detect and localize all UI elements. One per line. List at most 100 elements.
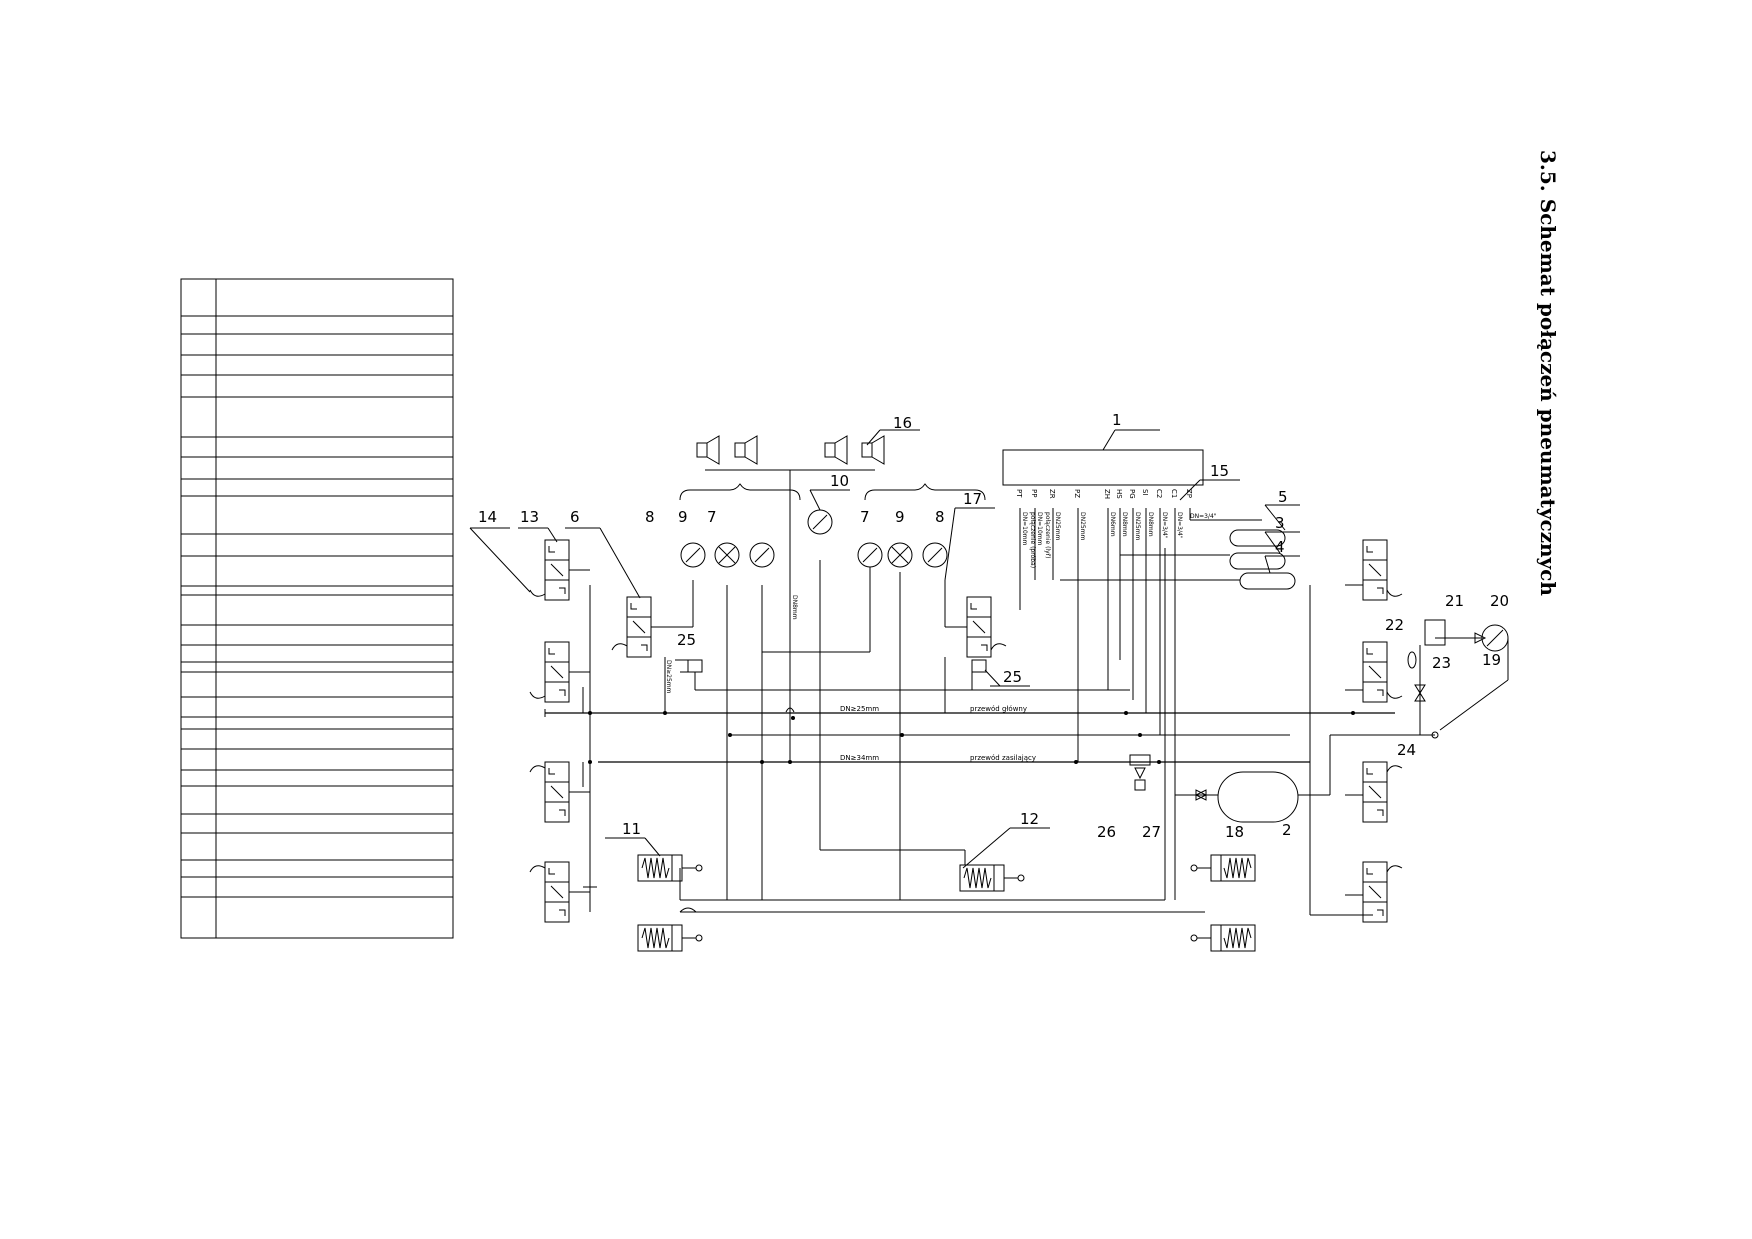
supply-pipe-name: przewód zasilający <box>970 754 1036 762</box>
label-23: 23 <box>1432 654 1451 672</box>
label-24: 24 <box>1397 741 1416 759</box>
label-7-right: 7 <box>860 508 870 526</box>
brake-cylinder-right-1 <box>1190 854 1256 882</box>
component-26 <box>1129 754 1151 766</box>
pipe-label-v_zr: DN25mm <box>1054 512 1061 541</box>
label-22: 22 <box>1385 616 1404 634</box>
pipe-label-v_si: DN8mm <box>1147 512 1154 537</box>
valve-right-2 <box>1362 641 1388 703</box>
distributor-1 <box>1002 449 1204 486</box>
label-14: 14 <box>478 508 497 526</box>
port-label-pp: PP <box>1030 489 1038 497</box>
gauge-9-right <box>887 542 913 568</box>
label-9-right: 9 <box>895 508 905 526</box>
pipe-label-v_c1: DN=3/4" <box>1176 512 1183 539</box>
valve-6 <box>626 596 652 658</box>
legend-table <box>180 278 454 939</box>
supply-pipe-dn: DN≥34mm <box>840 754 879 762</box>
pipe-label-v_pz: DN25mm <box>1079 512 1086 541</box>
port-label-pt: PT <box>1015 489 1023 498</box>
pipe-label-v_pp2: połączenie (lyř) <box>1044 512 1051 558</box>
label-21: 21 <box>1445 592 1464 610</box>
pipe-label-mid: DN8mm <box>791 595 798 620</box>
port-label-pz: PZ <box>1073 489 1081 498</box>
port-label-zh: ZH <box>1103 489 1111 499</box>
component-27 <box>1134 779 1146 791</box>
pipe-label-zp: DN=3/4" <box>1190 513 1217 520</box>
label-9-left: 9 <box>678 508 688 526</box>
port-label-hs: HS <box>1115 489 1123 499</box>
label-16: 16 <box>893 414 912 432</box>
component-25a <box>687 659 703 673</box>
component-24 <box>1431 731 1439 739</box>
port-label-pg: PG <box>1128 489 1136 499</box>
brake-cylinder-left-2 <box>637 924 703 952</box>
component-numbers: 1 2 3 4 5 6 7 7 8 8 9 9 10 11 12 13 14 1… <box>478 411 1509 841</box>
main-pipe: DN≥25mm przewód główny <box>544 705 1395 717</box>
label-18: 18 <box>1225 823 1244 841</box>
valve-17 <box>966 596 992 658</box>
brake-cylinder-right-2 <box>1190 924 1256 952</box>
label-27: 27 <box>1142 823 1161 841</box>
main-reservoir-2 <box>1217 771 1299 823</box>
label-17: 17 <box>963 490 982 508</box>
pipe-label-v_pt2: połączenie (próba) <box>1029 512 1036 568</box>
gauge-7-left <box>749 542 775 568</box>
horn-4 <box>861 435 885 465</box>
valve-13 <box>544 539 570 601</box>
label-25-left: 25 <box>677 631 696 649</box>
pipe-label-v_pt: DN=10mm <box>1021 512 1028 546</box>
label-6: 6 <box>570 508 580 526</box>
port-label-c2: C2 <box>1155 489 1163 498</box>
port-label-si: SI <box>1141 489 1149 496</box>
label-12: 12 <box>1020 810 1039 828</box>
component-21 <box>1424 619 1446 646</box>
gauge-9-left <box>714 542 740 568</box>
brake-cylinder-12 <box>959 864 1025 892</box>
label-8-right: 8 <box>935 508 945 526</box>
port-label-zp: ZP <box>1185 489 1193 498</box>
pipe-label-v_c2: DN=3/4" <box>1161 512 1168 539</box>
label-11: 11 <box>622 820 641 838</box>
horn-3 <box>824 435 848 465</box>
brake-cylinder-11 <box>637 854 703 882</box>
label-7-left: 7 <box>707 508 717 526</box>
pipe-label-v_pp: DN=10mm <box>1036 512 1043 546</box>
component-25b <box>971 659 987 673</box>
reservoir-5 <box>1229 529 1286 547</box>
main-pipe-dn: DN≥25mm <box>840 705 879 713</box>
leader-lines <box>469 429 1300 869</box>
horn-1 <box>696 435 720 465</box>
pipe-label-6: DN≥25mm <box>665 660 672 694</box>
label-20: 20 <box>1490 592 1509 610</box>
valve-right-4 <box>1362 861 1388 923</box>
pipe-label-v_zh: DN6mm <box>1109 512 1116 537</box>
port-label-zr: ZR <box>1048 489 1056 499</box>
gauge-10 <box>807 509 833 535</box>
gauge-8-left <box>680 542 706 568</box>
label-3: 3 <box>1275 514 1285 532</box>
label-19: 19 <box>1482 651 1501 669</box>
valve-right-1 <box>1362 539 1388 601</box>
gauge-8-right <box>922 542 948 568</box>
label-2: 2 <box>1282 821 1292 839</box>
pipe-label-v_hs: DN8mm <box>1121 512 1128 537</box>
component-22 <box>1407 651 1417 669</box>
gauge-7-right <box>857 542 883 568</box>
label-4: 4 <box>1275 538 1285 556</box>
main-pipe-name: przewód główny <box>970 705 1027 713</box>
valve-left-4 <box>544 861 570 923</box>
supply-pipe: DN≥34mm przewód zasilający <box>598 754 1310 763</box>
label-10: 10 <box>830 472 849 490</box>
valve-left-3 <box>544 761 570 823</box>
reservoir-4 <box>1239 572 1296 590</box>
label-25-right: 25 <box>1003 668 1022 686</box>
port-label-c1: C1 <box>1170 489 1178 498</box>
label-15: 15 <box>1210 462 1229 480</box>
horn-2 <box>734 435 758 465</box>
label-5: 5 <box>1278 488 1288 506</box>
valve-right-3 <box>1362 761 1388 823</box>
label-1: 1 <box>1112 411 1122 429</box>
